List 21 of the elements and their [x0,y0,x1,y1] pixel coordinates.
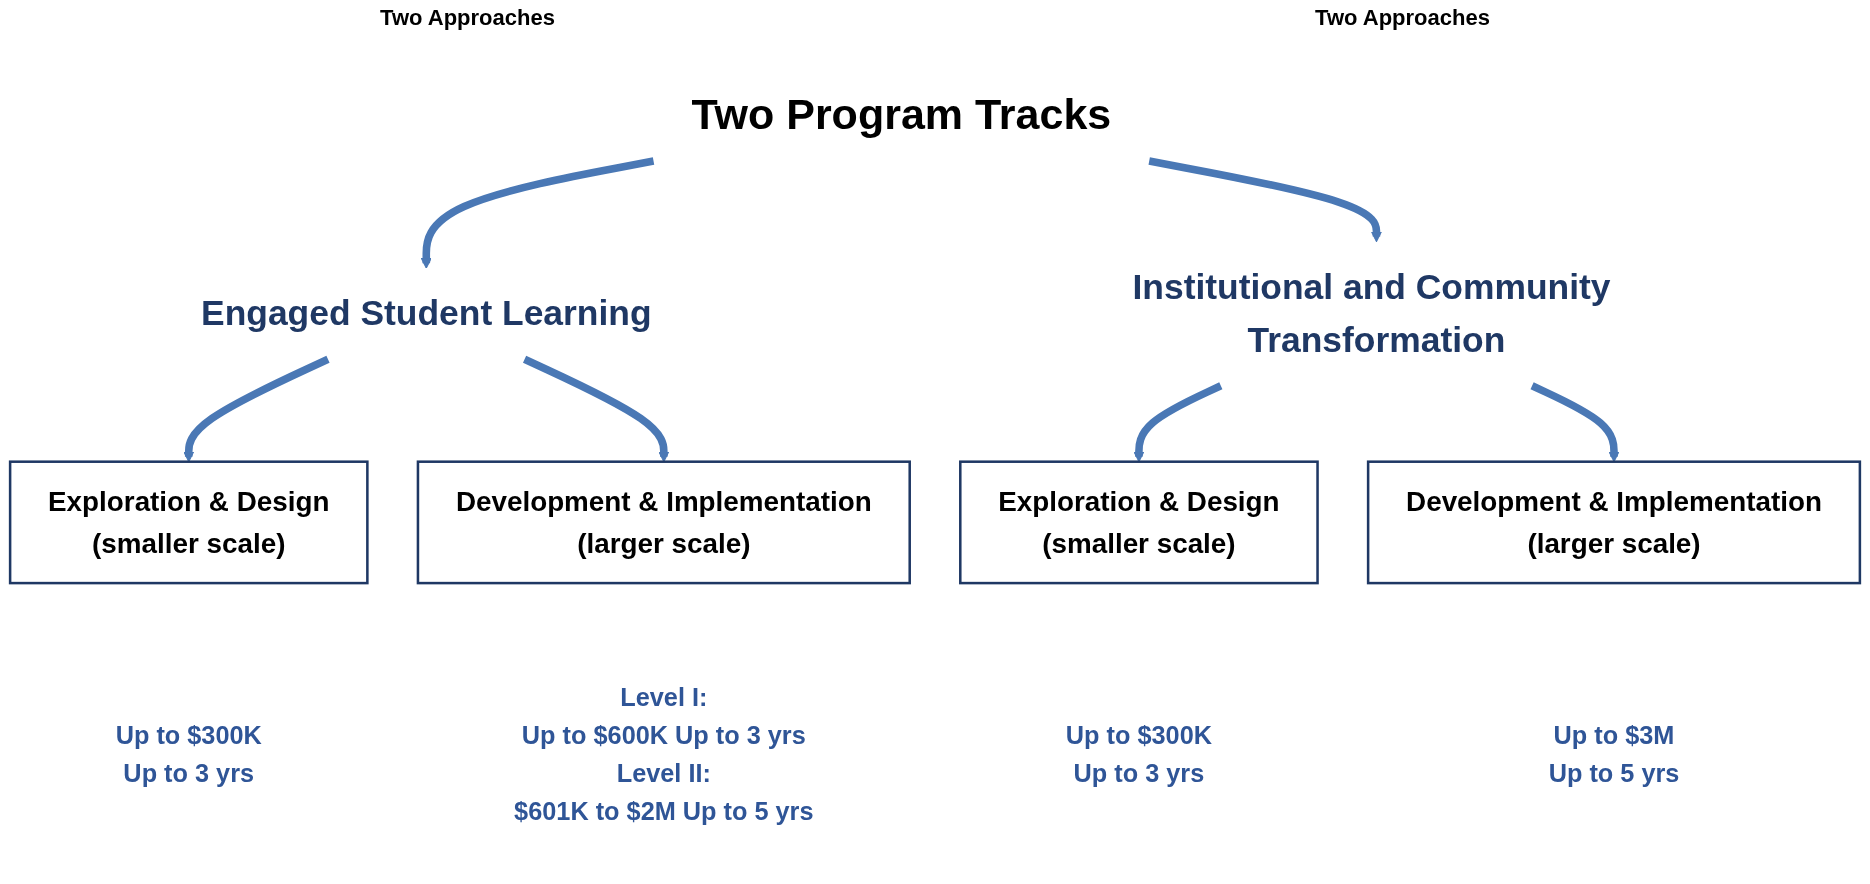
arrow [1148,157,1382,243]
node-label: Up to $300K [1065,720,1213,749]
node-label: Up to 5 yrs [1548,758,1680,787]
arrow [420,157,655,269]
node-label: Up to 3 yrs [1073,758,1205,787]
node-label: Level II: [616,758,711,787]
node-label: Up to 3 yrs [123,758,255,787]
node-label: Up to $600K Up to 3 yrs [521,720,806,749]
node-text: Engaged Student Learning [201,293,652,333]
node-text: Institutional and Community Transformation [1132,266,1611,360]
node-label: $601K to $2M Up to 5 yrs [514,796,814,825]
node-box: Development & Implementation (larger scale) [1366,460,1862,585]
note-text: Two Approaches [1315,5,1490,31]
node-box: Exploration & Design (smaller scale) [8,460,369,585]
node-label: Up to $3M [1553,720,1675,749]
node-text: Two Program Tracks [691,89,1112,138]
node-box: Exploration & Design (smaller scale) [959,460,1319,585]
node-label: Level I: [620,683,708,711]
node-label: Up to $300K [115,720,262,749]
note-text: Two Approaches [380,5,555,31]
node-box: Development & Implementation (larger scale) [416,460,911,585]
